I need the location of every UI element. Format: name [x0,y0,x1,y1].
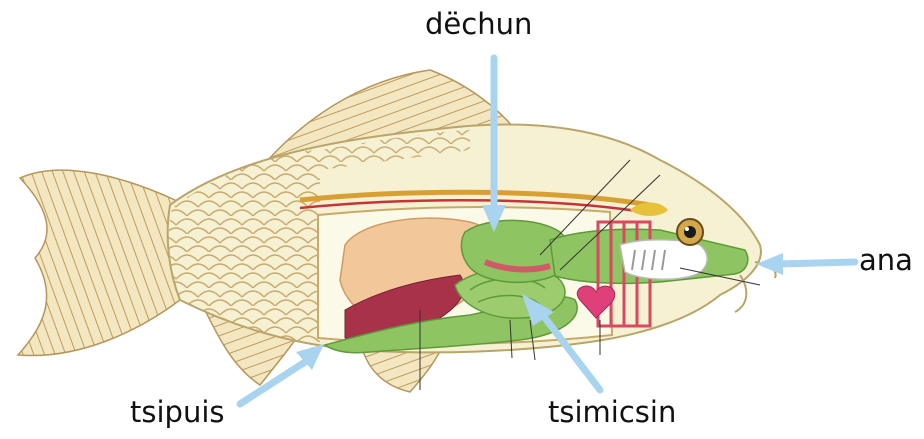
label-top: dëchun [425,10,532,39]
label-right: ana [859,246,913,275]
tail-fin [18,170,180,355]
pointer-right [778,262,855,264]
label-bottom-right: tsimicsin [548,398,676,427]
scaled-region [168,150,320,345]
eye-icon [677,219,703,245]
label-bottom-left: tsipuis [130,398,225,427]
